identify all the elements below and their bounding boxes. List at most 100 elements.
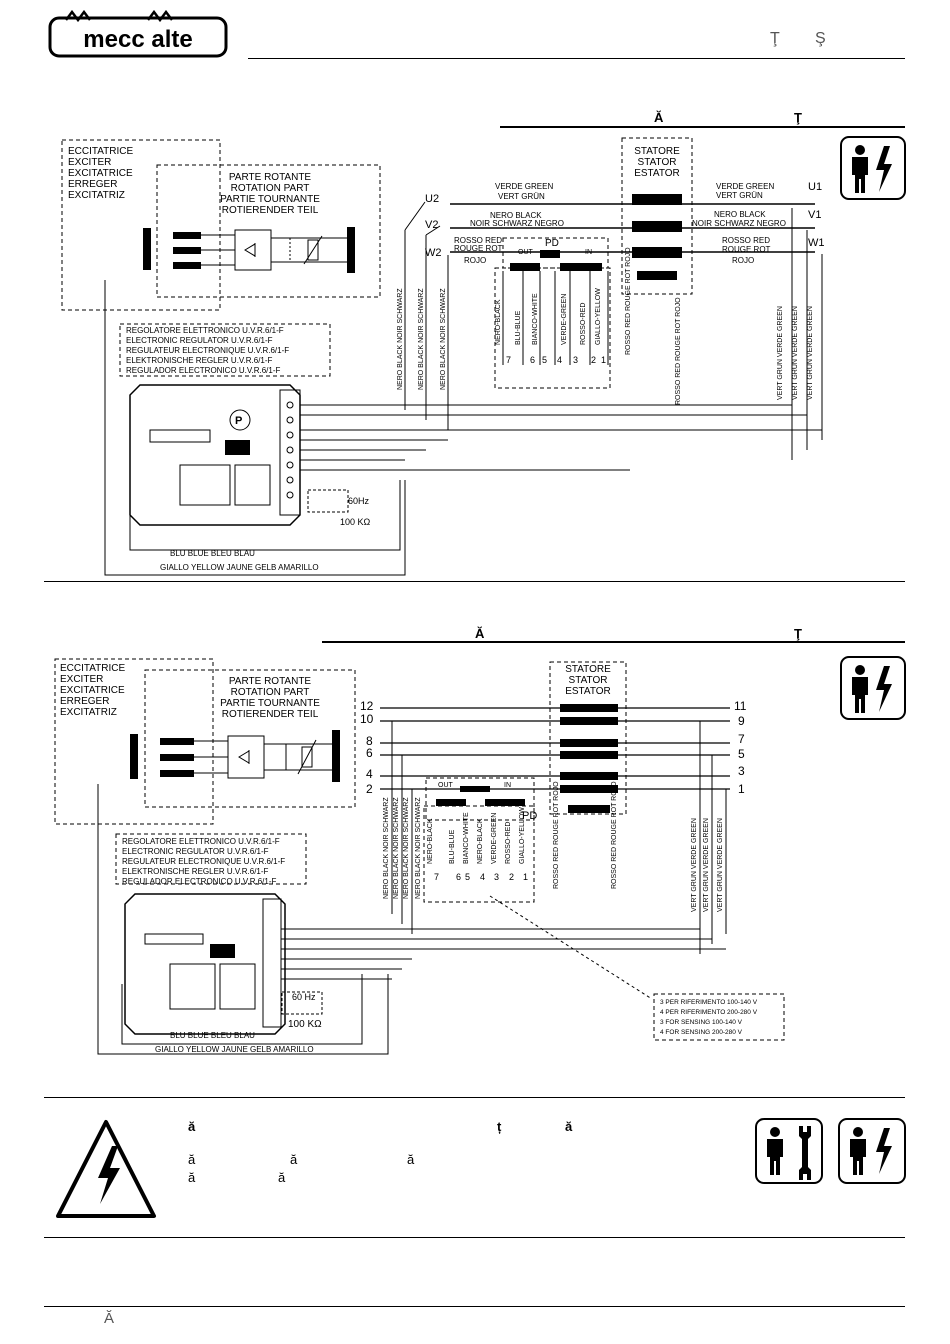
left-wire-labels: VERDE GREEN VERT GRÜN NERO BLACK NOIR SC…: [454, 182, 564, 265]
svg-text:BLU-BLUE: BLU-BLUE: [449, 829, 456, 864]
svg-text:3: 3: [573, 355, 578, 365]
exciter-coil: [143, 228, 151, 270]
svg-text:VERDE-GREEN: VERDE-GREEN: [491, 813, 498, 864]
svg-text:W2: W2: [425, 247, 442, 259]
stator-box: [621, 137, 693, 295]
svg-text:W1: W1: [808, 237, 825, 249]
svg-text:PARTE ROTANTE: PARTE ROTANTE: [229, 676, 312, 687]
svg-text:6: 6: [366, 746, 373, 760]
section1-bottom-rule: [44, 581, 905, 582]
svg-text:ROSSO RED ROUGE ROT ROJO: ROSSO RED ROUGE ROT ROJO: [675, 297, 682, 405]
svg-text:EXCITATRIZ: EXCITATRIZ: [60, 707, 117, 718]
stator-box: [549, 661, 627, 815]
svg-text:1: 1: [601, 355, 606, 365]
svg-text:ROSSO RED ROUGE ROT ROJO: ROSSO RED ROUGE ROT ROJO: [625, 247, 632, 355]
svg-text:ROTATION PART: ROTATION PART: [231, 687, 310, 698]
header-rule: [248, 58, 905, 59]
connector-numbers: 7 6 5 4 3 2 1: [506, 355, 606, 365]
svg-text:BIANCO-WHITE: BIANCO-WHITE: [463, 812, 470, 864]
svg-text:100 KΩ: 100 KΩ: [340, 517, 371, 527]
svg-text:60Hz: 60Hz: [348, 496, 370, 506]
header-char-2: Ş: [815, 30, 826, 47]
section2-title-rule: [322, 641, 905, 643]
svg-text:2: 2: [591, 355, 596, 365]
svg-text:VERT GRUN VERDE GREEN: VERT GRUN VERDE GREEN: [717, 818, 724, 912]
svg-text:REGULATEUR ELECTRONIQUE U.V.R.: REGULATEUR ELECTRONIQUE U.V.R.6/1-F: [126, 346, 289, 355]
svg-text:NERO BLACK: NERO BLACK: [714, 210, 766, 219]
svg-text:EXCITATRICE: EXCITATRICE: [68, 168, 133, 179]
svg-text:8: 8: [366, 734, 373, 748]
svg-text:NERO-BLACK: NERO-BLACK: [495, 299, 502, 345]
svg-text:STATORE: STATORE: [634, 146, 680, 157]
svg-text:ROSSO-RED: ROSSO-RED: [580, 303, 587, 345]
svg-text:BLU BLUE BLEU BLAU: BLU BLUE BLEU BLAU: [170, 1031, 255, 1040]
svg-text:PARTIE TOURNANTE: PARTIE TOURNANTE: [220, 698, 320, 709]
svg-text:NERO BLACK: NERO BLACK: [490, 211, 542, 220]
svg-text:GIALLO-YELLOW: GIALLO-YELLOW: [595, 288, 602, 345]
svg-text:12: 12: [360, 699, 374, 713]
exciter-labels: ECCITATRICE EXCITER EXCITATRICE ERREGER …: [60, 663, 126, 718]
svg-text:60 Hz: 60 Hz: [292, 992, 316, 1002]
vertical-green-labels: VERT GRUN VERDE GREEN VERT GRUN VERDE GR…: [777, 306, 814, 400]
svg-text:STATOR: STATOR: [569, 675, 608, 686]
svg-text:IN: IN: [585, 249, 592, 256]
svg-text:EXCITATRICE: EXCITATRICE: [60, 685, 125, 696]
section1-title-char-2: Ţ: [794, 110, 802, 125]
svg-text:NERO BLACK NOIR SCHWARZ: NERO BLACK NOIR SCHWARZ: [415, 797, 422, 899]
section2-title-char-2: Ţ: [794, 626, 802, 641]
svg-text:10: 10: [360, 712, 374, 726]
left-terminals: 12 10 8 6 4 2: [360, 699, 374, 796]
svg-text:11: 11: [734, 699, 747, 713]
header-char-1: Ţ: [770, 30, 780, 47]
footer-char: Ă: [104, 1310, 115, 1327]
wiring-diagram-1: ECCITATRICE EXCITER EXCITATRICE ERREGER …: [61, 137, 825, 576]
stator-winding-u: [632, 194, 682, 205]
svg-text:NERO BLACK NOIR SCHWARZ: NERO BLACK NOIR SCHWARZ: [393, 797, 400, 899]
exciter-labels: ECCITATRICE EXCITER EXCITATRICE ERREGER …: [68, 146, 134, 201]
svg-text:V2: V2: [425, 219, 438, 231]
vertical-black-labels: NERO BLACK NOIR SCHWARZ NERO BLACK NOIR …: [397, 288, 447, 390]
svg-text:ESTATOR: ESTATOR: [634, 168, 680, 179]
pd-connector: [425, 777, 535, 821]
svg-text:NOIR SCHWARZ NEGRO: NOIR SCHWARZ NEGRO: [470, 219, 564, 228]
svg-text:2: 2: [509, 872, 514, 882]
svg-text:PD: PD: [545, 238, 559, 249]
warning-line2-char-1: ă: [188, 1152, 196, 1167]
vertical-green-labels: VERT GRUN VERDE GREEN VERT GRUN VERDE GR…: [691, 818, 724, 912]
section2-bottom-rule: [44, 1097, 905, 1098]
logo-text: mecc alte: [83, 26, 192, 53]
svg-text:ELEKTRONISCHE REGLER U.V.R.6/1: ELEKTRONISCHE REGLER U.V.R.6/1-F: [122, 867, 269, 876]
svg-text:1: 1: [523, 872, 528, 882]
right-terminals: U1 V1 W1: [808, 181, 825, 249]
person-lightning-icon-3: [838, 1118, 906, 1184]
connector-wire-labels: NERO-BLACK BLU-BLUE BIANCO-WHITE VERDE-G…: [495, 288, 602, 345]
rotating-labels: PARTE ROTANTE ROTATION PART PARTIE TOURN…: [220, 676, 320, 720]
svg-text:PARTIE TOURNANTE: PARTIE TOURNANTE: [220, 194, 320, 205]
svg-text:ROUGE ROT: ROUGE ROT: [722, 245, 771, 254]
svg-text:3 FOR SENSING 100-140 V: 3 FOR SENSING 100-140 V: [660, 1019, 743, 1026]
svg-text:ROUGE ROT: ROUGE ROT: [454, 244, 503, 253]
wiring-diagram-2: ECCITATRICE EXCITER EXCITATRICE ERREGER …: [54, 658, 785, 1055]
svg-text:PARTE ROTANTE: PARTE ROTANTE: [229, 172, 312, 183]
svg-text:ROTATION PART: ROTATION PART: [231, 183, 310, 194]
svg-text:EXCITATRIZ: EXCITATRIZ: [68, 190, 125, 201]
svg-text:ROSSO RED: ROSSO RED: [722, 236, 770, 245]
svg-text:7: 7: [506, 355, 511, 365]
connector-wire-labels: NERO-BLACK BLU-BLUE BIANCO-WHITE NERO-BL…: [427, 807, 526, 864]
svg-text:NERO BLACK NOIR SCHWARZ: NERO BLACK NOIR SCHWARZ: [418, 288, 425, 390]
regulator-labels: REGOLATORE ELETTRONICO U.V.R.6/1-F ELECT…: [122, 837, 285, 886]
svg-text:4: 4: [366, 767, 373, 781]
svg-text:ROSSO RED ROUGE ROT ROJO: ROSSO RED ROUGE ROT ROJO: [611, 781, 618, 889]
right-wire-labels: VERDE GREEN VERT GRÜN NERO BLACK NOIR SC…: [692, 182, 786, 265]
svg-text:GIALLO-YELLOW: GIALLO-YELLOW: [519, 807, 526, 864]
person-lightning-icon-2: [840, 656, 906, 720]
warning-line1-char-2: ț: [497, 1119, 502, 1134]
svg-text:5: 5: [542, 355, 547, 365]
svg-text:3: 3: [494, 872, 499, 882]
connector-numbers: 7 6 5 4 3 2 1: [434, 872, 528, 882]
stator-aux-winding: [637, 271, 677, 280]
svg-text:ERREGER: ERREGER: [68, 179, 117, 190]
rotor-coil: [347, 227, 355, 273]
svg-text:NERO BLACK NOIR SCHWARZ: NERO BLACK NOIR SCHWARZ: [383, 797, 390, 899]
vertical-red-labels: ROSSO RED ROUGE ROT ROJO ROSSO RED ROUGE…: [553, 781, 618, 889]
